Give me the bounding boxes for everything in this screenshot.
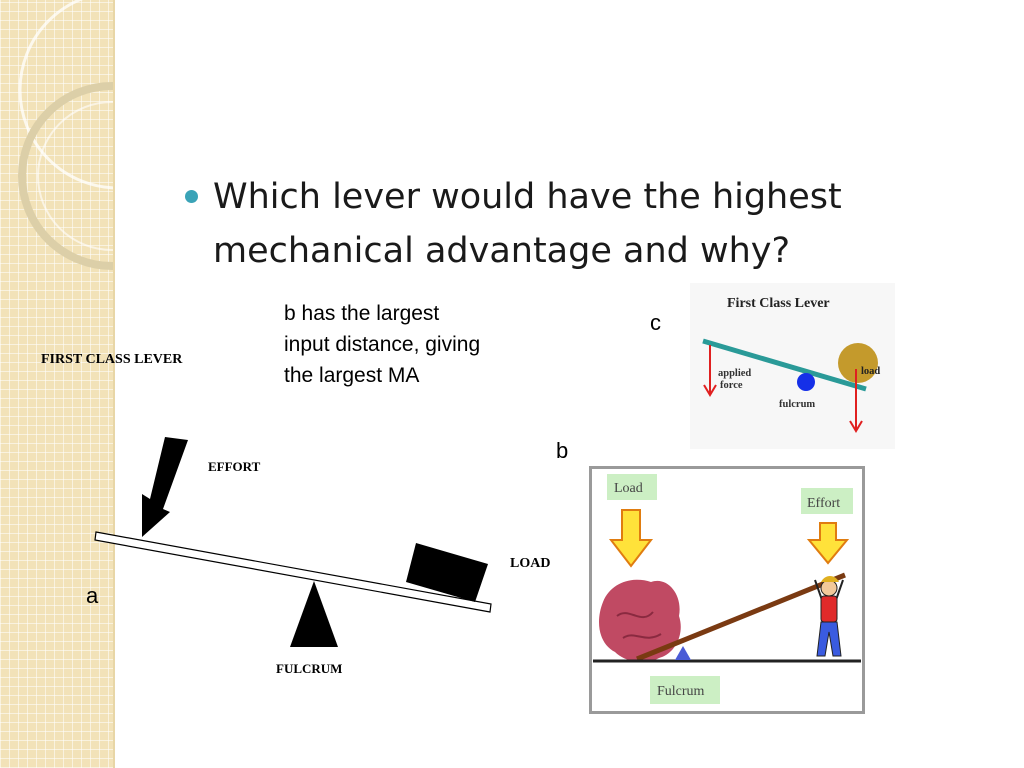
figure-a-fulcrum-label: FULCRUM [276, 661, 342, 676]
figure-b-load-arrow [608, 509, 654, 568]
figure-b-person-pants [816, 621, 842, 657]
figure-c-fulcrum-dot [797, 373, 815, 391]
figure-a-lever-bar [94, 531, 492, 613]
figure-c-title: First Class Lever [727, 296, 830, 311]
ring-inner [18, 82, 113, 270]
figure-b-person-left-arm [814, 579, 823, 601]
figure-b-fulcrum-label: Fulcrum [657, 684, 705, 699]
figure-a-title: FIRST CLASS LEVER [41, 352, 183, 367]
figure-a-load-label: LOAD [510, 556, 550, 571]
figure-a-fulcrum-triangle [290, 581, 338, 647]
option-label-a: a [86, 583, 99, 608]
decorative-side-strip [0, 0, 115, 768]
figure-a-load-block [406, 543, 488, 602]
figure-a-lever-diagram: FIRST CLASS LEVER EFFORT LOAD FULCRUM [41, 352, 550, 676]
figure-b-fulcrum-box [650, 676, 720, 704]
question-text: Which lever would have the highest mecha… [213, 177, 842, 271]
figure-b-person-hair [821, 576, 839, 582]
figure-b-effort-box [801, 488, 853, 514]
figure-c-lever-bar [702, 338, 867, 392]
figure-b-person-right-arm [835, 579, 844, 601]
figure-c-load-ball [838, 343, 878, 383]
figure-b-rock [599, 579, 681, 663]
answer-text: b has the largest input distance, giving… [284, 302, 481, 387]
figure-b-rock-texture [616, 611, 662, 639]
figure-c-applied-force-arrowhead [703, 384, 717, 397]
figure-c-lever-diagram: First Class Lever applied force fulcrum … [690, 283, 895, 449]
decorative-rings [18, 0, 113, 270]
ring-highlight [37, 101, 113, 251]
figure-b-load-box [607, 474, 657, 500]
figure-b-fulcrum-triangle [675, 646, 691, 660]
figure-b-person-head [820, 579, 838, 597]
figure-b-lever-board [636, 572, 846, 662]
figure-b-lever-cartoon: Load Effort Fulcrum [589, 466, 865, 714]
option-label-c: c [650, 310, 661, 335]
ring-outer [18, 0, 113, 190]
figure-c-load-arrowhead [849, 420, 863, 433]
figure-b-effort-label: Effort [807, 496, 840, 511]
figure-b-load-label: Load [614, 481, 643, 496]
figure-c-fulcrum-label: fulcrum [779, 399, 815, 410]
figure-c-load-label: load [861, 366, 880, 377]
bullet-list: Which lever would have the highest mecha… [185, 170, 905, 278]
bullet-dot-icon [185, 190, 198, 203]
figure-b-effort-arrow [806, 522, 850, 565]
figure-a-effort-label: EFFORT [208, 459, 261, 474]
figure-a-effort-arrow [142, 437, 188, 537]
figure-c-force-label: force [720, 380, 743, 391]
option-label-b: b [556, 438, 569, 463]
figure-b-person-shirt [820, 595, 838, 623]
figure-c-applied-label: applied [718, 368, 751, 379]
